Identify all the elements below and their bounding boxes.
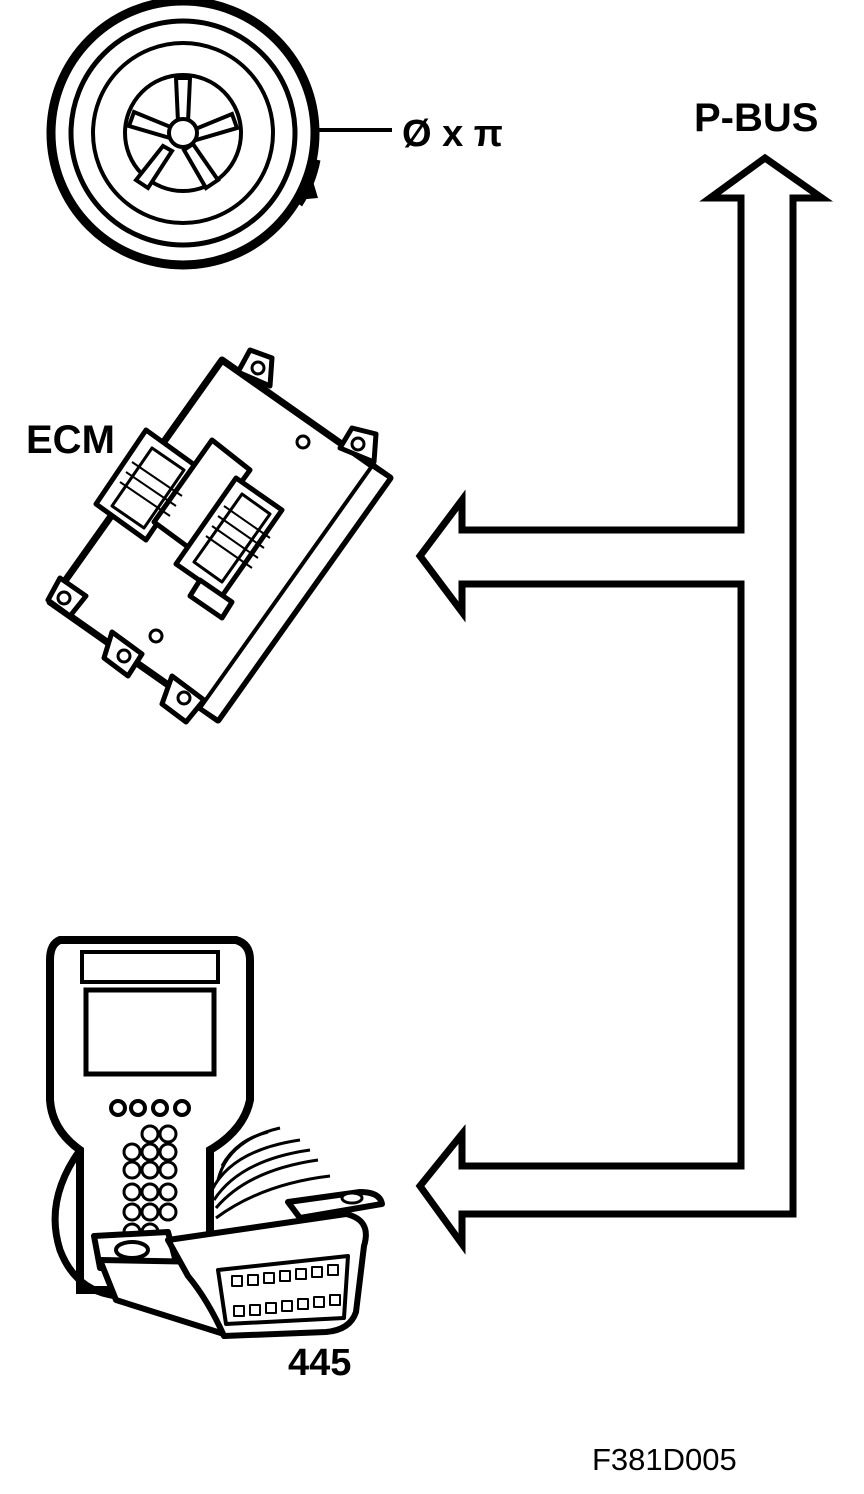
diagnostic-tool-icon <box>46 936 331 1300</box>
wheel-circumference-formula: Ø x π <box>402 113 503 155</box>
wheel-icon <box>46 0 321 270</box>
p-bus-label: P-BUS <box>694 96 819 140</box>
figure-id-label: F381D005 <box>592 1442 737 1477</box>
ecm-module-icon <box>45 347 394 725</box>
tool-number-label: 445 <box>288 1342 352 1384</box>
ecm-label: ECM <box>26 418 115 462</box>
p-bus-arrow <box>415 153 834 1255</box>
obd-connector-icon <box>91 1189 385 1339</box>
